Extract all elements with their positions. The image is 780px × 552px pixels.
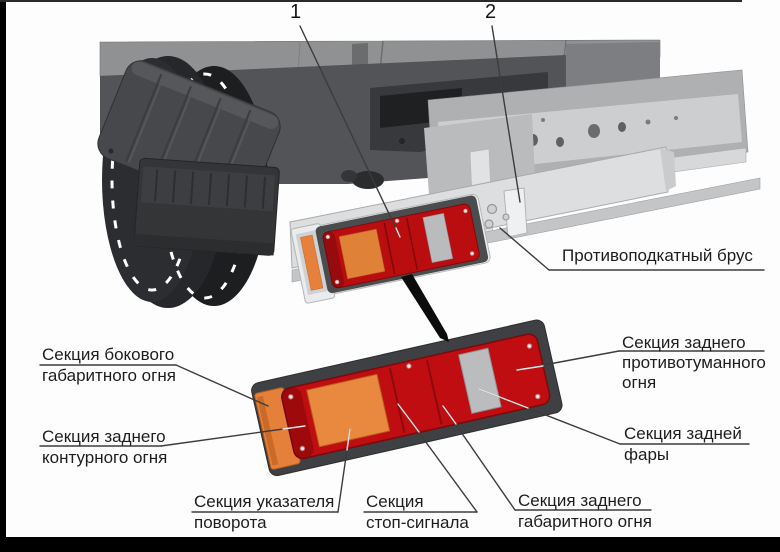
- frame-left-edge: [0, 0, 6, 552]
- callout-2: 2: [485, 1, 497, 23]
- mud-flap: [133, 157, 280, 256]
- label-rear-fog: Секция заднего противотуманного огня: [622, 333, 766, 392]
- label-underride-bar: Противоподкатный брус: [562, 246, 753, 265]
- label-side-marker: Секция бокового габаритного огня: [42, 345, 176, 385]
- leader-highlights: [282, 227, 544, 451]
- tail-lamp-installed: [290, 193, 491, 304]
- leader-callout-1: [299, 25, 401, 238]
- frame-top-edge: [0, 0, 742, 2]
- leader-side-marker: [175, 364, 269, 407]
- mounting-bracket: [503, 187, 528, 238]
- label-turn-signal: Секция указателя поворота: [194, 492, 335, 532]
- turn-signal-section: [306, 373, 391, 448]
- leader-rear-contour: [160, 425, 306, 447]
- lamp-screws: [288, 343, 541, 452]
- zoom-arrow: [401, 274, 449, 342]
- label-stop-signal: Секция стоп-сигнала: [366, 492, 469, 532]
- reverse-lamp-section: [458, 347, 502, 414]
- tail-lamp-enlarged: [251, 319, 563, 477]
- frame-bottom-edge: [0, 537, 780, 552]
- label-rear-marker: Секция заднего габаритного огня: [518, 491, 652, 531]
- leader-underride-bar: [499, 227, 550, 271]
- callout-1: 1: [290, 1, 302, 23]
- leader-lines: [39, 25, 765, 513]
- label-rear-headlamp: Секция задней фары: [624, 424, 742, 464]
- label-rear-contour: Секция заднего контурного огня: [42, 427, 168, 467]
- leader-callout-2: [491, 25, 521, 203]
